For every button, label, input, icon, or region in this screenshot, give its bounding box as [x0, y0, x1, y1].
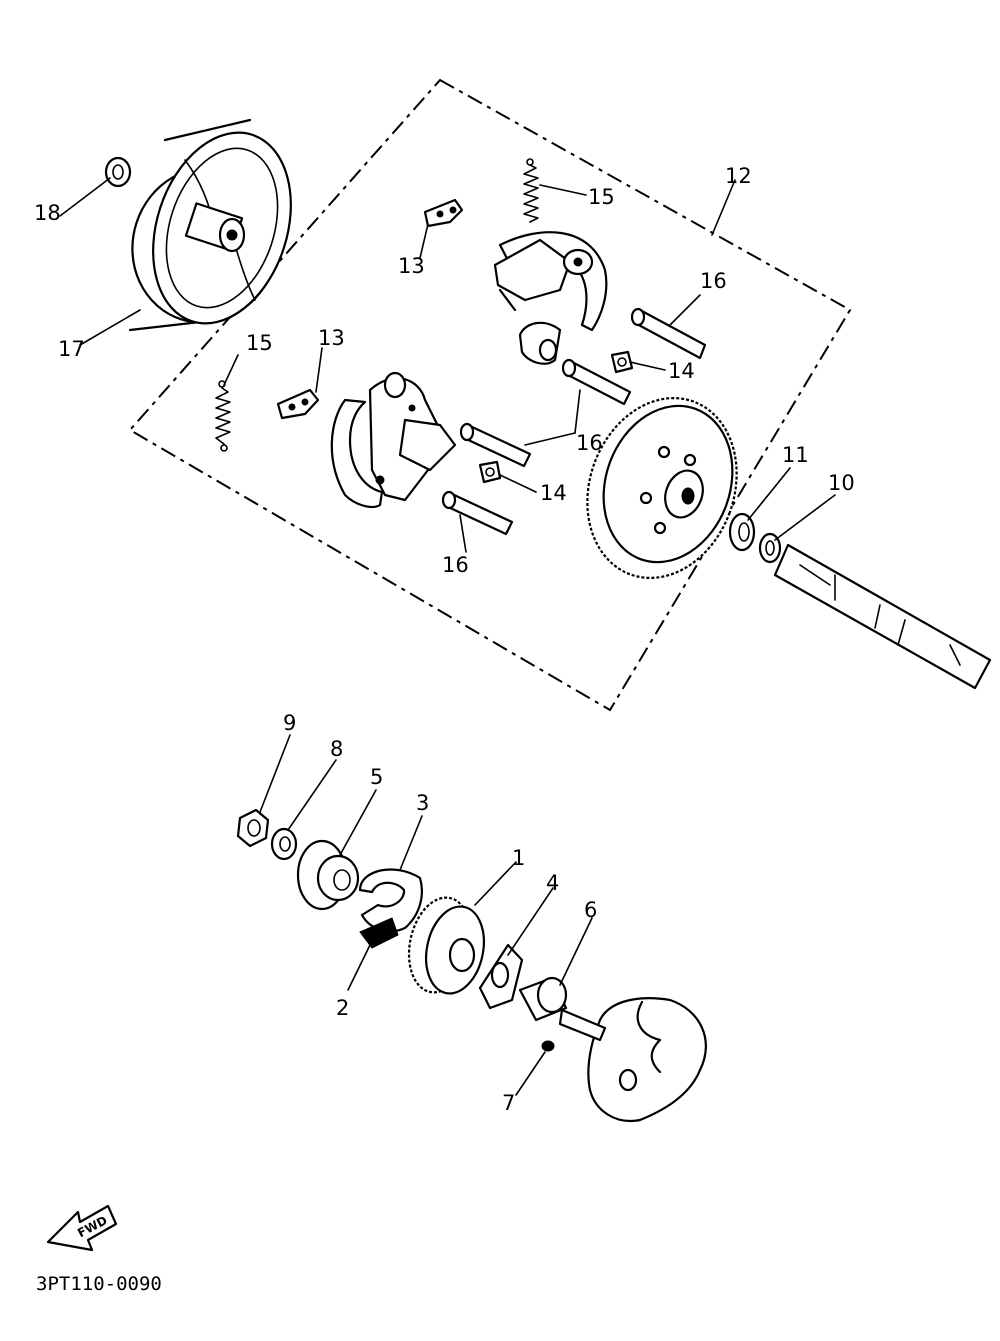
callout-5: 5	[370, 765, 383, 789]
callout-3: 3	[416, 791, 429, 815]
spring-part-15-lower	[215, 380, 231, 452]
callout-4: 4	[546, 871, 559, 895]
callout-8: 8	[330, 737, 343, 761]
pin-part-7	[541, 1040, 555, 1052]
callout-16-right: 16	[700, 269, 727, 293]
plate-part-13-upper	[423, 198, 464, 228]
callout-13-lower: 13	[318, 326, 345, 350]
drawing-code: 3PT110-0090	[36, 1273, 162, 1295]
collar-part-6	[518, 976, 568, 1022]
pin-part-16-middle	[561, 358, 632, 406]
hub-part-5	[296, 839, 360, 911]
callout-16-lower: 16	[442, 553, 469, 577]
callout-15-lower: 15	[246, 331, 273, 355]
cover-plate	[558, 997, 707, 1123]
clutch-housing-part-17	[128, 118, 292, 332]
callout-17: 17	[58, 337, 85, 361]
pin-part-16-right	[630, 307, 707, 360]
callout-14-upper: 14	[668, 359, 695, 383]
callout-6: 6	[584, 898, 597, 922]
plate-part-4	[478, 943, 524, 1010]
callout-11: 11	[782, 443, 809, 467]
collar-part-14-lower	[478, 460, 502, 484]
nut-part-9	[236, 808, 270, 848]
pin-part-16-lower	[441, 490, 514, 536]
driven-gear	[586, 397, 738, 579]
circlip-part-10	[758, 532, 782, 564]
washer-part-8	[270, 827, 298, 861]
callout-7: 7	[502, 1091, 515, 1115]
spring-part-15-upper	[523, 158, 539, 223]
callout-15-upper: 15	[588, 185, 615, 209]
callout-labels: 18 17 15 13 12 16 14 15 13 16 14 16 11 1…	[34, 164, 855, 1115]
washer-part-18	[104, 156, 132, 188]
plate-part-13-lower	[276, 388, 320, 420]
leader-lines	[59, 177, 836, 1096]
callout-13-upper: 13	[398, 254, 425, 278]
gear-part-1	[407, 896, 485, 995]
callout-9: 9	[283, 711, 296, 735]
washer-part-11	[728, 512, 756, 552]
clutch-shoe-lower	[330, 371, 457, 509]
callout-10: 10	[828, 471, 855, 495]
forward-arrow-icon: FWD	[46, 1204, 118, 1252]
callout-1: 1	[512, 846, 525, 870]
callout-12: 12	[725, 164, 752, 188]
clutch-shoe-upper	[493, 231, 608, 365]
callout-2: 2	[336, 996, 349, 1020]
primary-shaft	[773, 543, 992, 690]
collar-part-14-upper	[610, 350, 634, 374]
key-part-2	[359, 917, 399, 949]
pin-part-16-center	[459, 422, 532, 468]
callout-16-middle: 16	[576, 431, 603, 455]
callout-18: 18	[34, 201, 61, 225]
callout-14-lower: 14	[540, 481, 567, 505]
